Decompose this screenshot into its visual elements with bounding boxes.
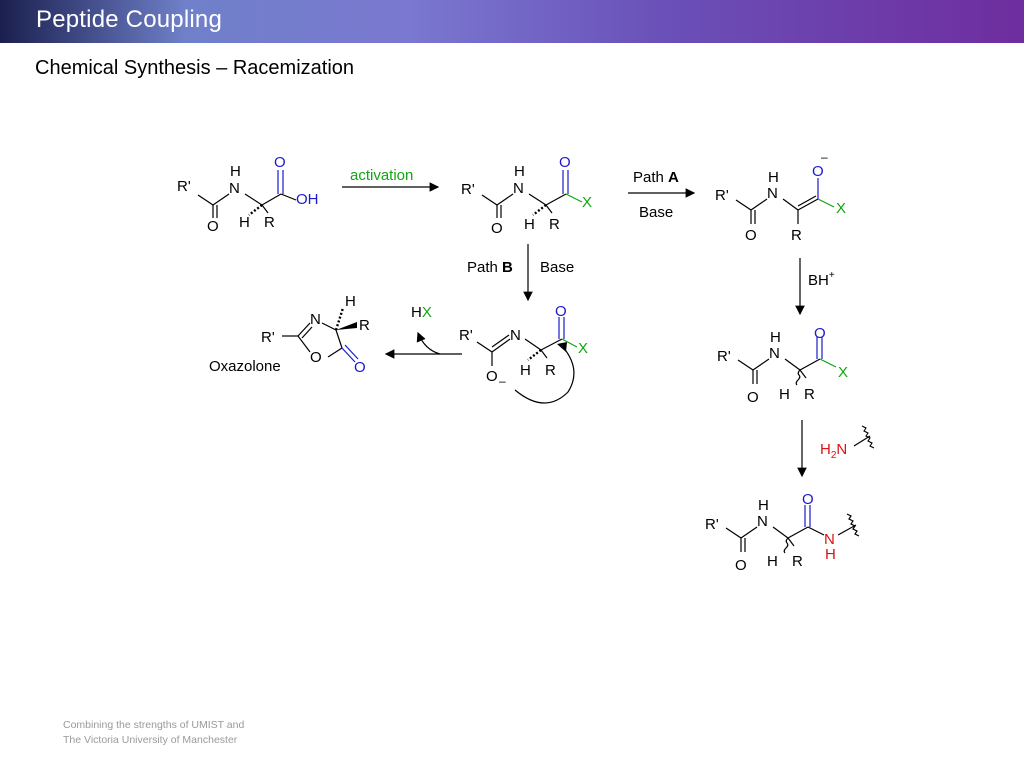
alpha-hydrogen-label: H [767, 553, 778, 570]
alkoxide-charge-label: – [499, 374, 506, 388]
alkoxide-oxygen-label: O [486, 368, 498, 385]
nh-hydrogen-label: H [230, 163, 241, 180]
new-amide-nitrogen-label: N [824, 531, 835, 548]
leaving-group-label: X [836, 200, 846, 217]
r-prime-label: R' [177, 178, 191, 195]
carbonyl-oxygen-label: O [814, 325, 826, 342]
peptide-product-structure [725, 505, 860, 554]
amine-label: H2N [820, 441, 847, 461]
oxazolone-structure [282, 307, 359, 363]
carbonyl-oxygen-label: O [559, 154, 571, 171]
leaving-group-label: X [582, 194, 592, 211]
alpha-hydrogen-label: H [239, 214, 250, 231]
side-chain-label: R [359, 317, 370, 334]
leaving-group-label: X [578, 340, 588, 357]
path-a-base-label: Base [639, 204, 673, 221]
carbonyl-oxygen-label: O [555, 303, 567, 320]
title-bar: Peptide Coupling [0, 0, 1024, 43]
enolate-oxygen-label: O [812, 163, 824, 180]
footer: Combining the strengths of UMIST and The… [63, 718, 244, 748]
nitrogen-label: N [229, 180, 240, 197]
imine-nitrogen-label: N [510, 327, 521, 344]
side-chain-label: R [791, 227, 802, 244]
amine-wavy-bond [861, 425, 875, 449]
path-b-label: Path B [467, 259, 513, 276]
leaving-group-label: X [838, 364, 848, 381]
amide-oxygen-label: O [491, 220, 503, 237]
side-chain-label: R [545, 362, 556, 379]
ring-nitrogen-label: N [310, 311, 321, 328]
amide-oxygen-label: O [747, 389, 759, 406]
nitrogen-label: N [757, 513, 768, 530]
r-prime-label: R' [717, 348, 731, 365]
nh-hydrogen-label: H [758, 497, 769, 514]
nh-hydrogen-label: H [768, 169, 779, 186]
footer-line-2: The Victoria University of Manchester [63, 734, 238, 746]
amine-reagent: H2N [820, 425, 875, 461]
alpha-hydrogen-label: H [345, 293, 356, 310]
cyclization-arrowhead [557, 342, 567, 352]
alpha-hydrogen-label: H [520, 362, 531, 379]
r-prime-label: R' [261, 329, 275, 346]
slide-subtitle: Chemical Synthesis – Racemization [35, 57, 355, 79]
oxazolone-label: Oxazolone [209, 358, 281, 375]
r-prime-label: R' [459, 327, 473, 344]
r-prime-label: R' [705, 516, 719, 533]
side-chain-label: R [264, 214, 275, 231]
product-wavy-bond [846, 513, 860, 537]
path-a-label: Path A [633, 169, 679, 186]
side-chain-label: R [804, 386, 815, 403]
hx-loss-arrow [416, 331, 441, 355]
enolate-charge-label: – [821, 150, 828, 164]
oxazolone-wedge-bond [336, 322, 357, 330]
bh-plus-label: BH+ [808, 270, 835, 289]
nh-hydrogen-label: H [514, 163, 525, 180]
r-prime-label: R' [461, 181, 475, 198]
hydroxyl-label: OH [296, 191, 319, 208]
amide-oxygen-label: O [735, 557, 747, 574]
imidate-intermediate-structure [476, 317, 578, 404]
activated-acid-structure [481, 170, 583, 218]
new-amide-hydrogen-label: H [825, 546, 836, 563]
hx-label: HX [411, 304, 432, 321]
path-b-base-label: Base [540, 259, 574, 276]
alpha-hydrogen-label: H [779, 386, 790, 403]
alpha-hydrogen-label: H [524, 216, 535, 233]
amide-oxygen-label: O [745, 227, 757, 244]
amide-oxygen-label: O [207, 218, 219, 235]
enolate-structure [735, 178, 835, 224]
racemized-acid-structure [737, 337, 837, 386]
reaction-scheme: R' N H O H R O OH activation R' N H O H … [177, 150, 875, 574]
r-prime-label: R' [715, 187, 729, 204]
side-chain-label: R [549, 216, 560, 233]
footer-line-1: Combining the strengths of UMIST and [63, 719, 245, 731]
carbonyl-oxygen-label: O [802, 491, 814, 508]
nh-hydrogen-label: H [770, 329, 781, 346]
slide-title: Peptide Coupling [36, 6, 223, 33]
lactone-oxygen-label: O [354, 359, 366, 376]
side-chain-label: R [792, 553, 803, 570]
nitrogen-label: N [767, 185, 778, 202]
activation-label: activation [350, 167, 413, 184]
amino-acid-structure [197, 170, 297, 218]
carbonyl-oxygen-label: O [274, 154, 286, 171]
ring-oxygen-label: O [310, 349, 322, 366]
nitrogen-label: N [769, 345, 780, 362]
nitrogen-label: N [513, 180, 524, 197]
